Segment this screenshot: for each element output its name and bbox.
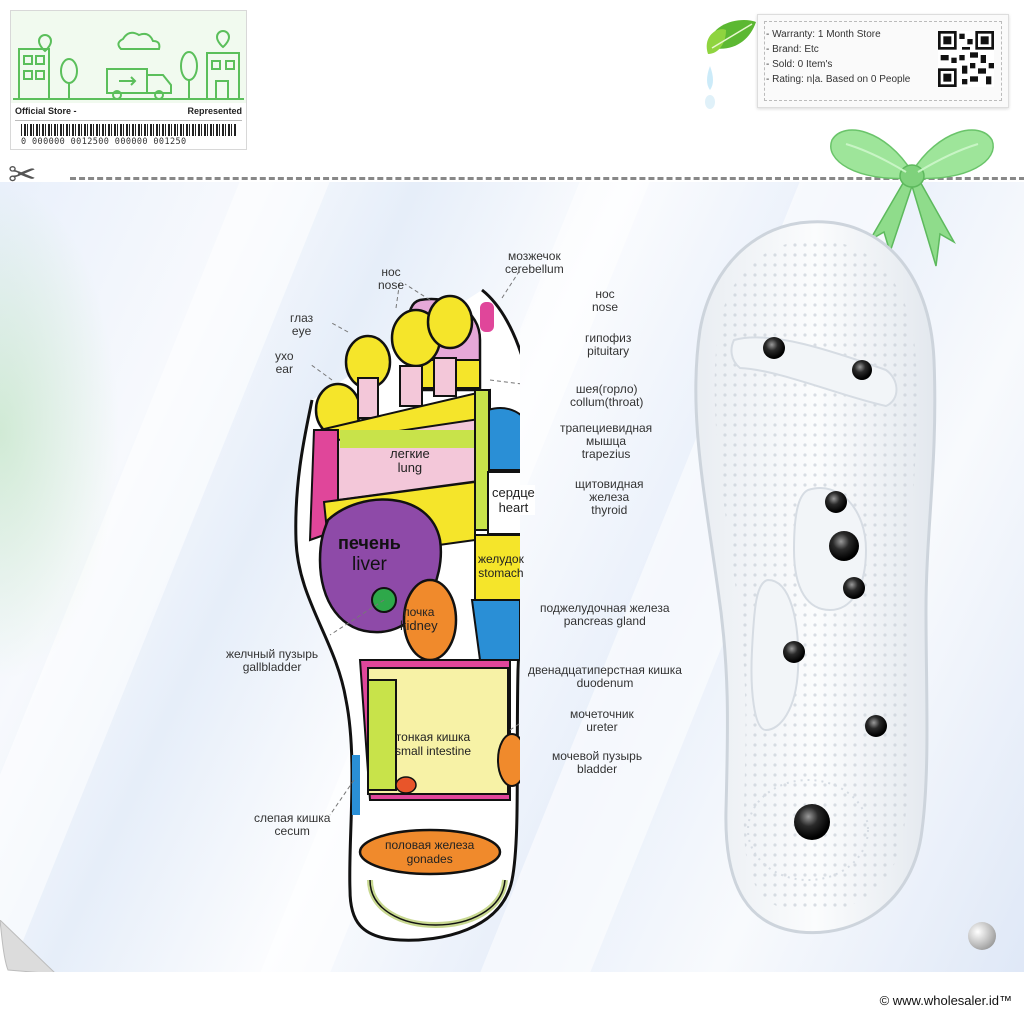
green-glow xyxy=(0,182,120,682)
info-lines: - Warranty: 1 Month Store - Brand: Etc -… xyxy=(766,27,910,87)
qr-code-icon xyxy=(938,31,994,87)
product-info-box: - Warranty: 1 Month Store - Brand: Etc -… xyxy=(757,14,1009,108)
gonades-zone xyxy=(358,828,502,876)
trapezius-zone xyxy=(487,407,520,471)
copyright-text: © www.wholesaler.id™ xyxy=(879,993,1012,1008)
magnetic-insole-image xyxy=(694,220,937,935)
sold-text: - Sold: 0 Item's xyxy=(766,59,833,70)
toe-2 xyxy=(426,294,474,350)
official-store-label: Official Store - xyxy=(15,106,77,116)
warranty-text: - Warranty: 1 Month Store xyxy=(766,29,881,40)
represented-label: Represented xyxy=(187,106,242,116)
barcode xyxy=(21,124,236,136)
bladder-zone xyxy=(497,733,520,787)
foot-reflexology-map xyxy=(294,269,520,942)
town-illustration-icon xyxy=(13,30,244,100)
stomach-zone xyxy=(474,534,520,601)
store-card: Official Store - Represented 0 000000 00… xyxy=(10,10,247,150)
metal-pin-icon xyxy=(968,922,996,950)
throat-label: шея(горло)collum(throat) xyxy=(570,382,644,409)
store-illustration xyxy=(11,11,246,103)
brand-text: - Brand: Etc xyxy=(766,44,819,55)
cut-line-divider xyxy=(70,177,1024,180)
rating-text: - Rating: n|a. Based on 0 People xyxy=(766,74,911,85)
green-bow-icon xyxy=(830,129,994,267)
page-curl-icon xyxy=(0,920,56,974)
barcode-number: 0 000000 0012500 000000 001250 xyxy=(21,137,187,147)
thyroid-zone xyxy=(474,389,490,531)
store-label-row: Official Store - Represented xyxy=(15,106,242,121)
info-box-border xyxy=(764,21,1002,101)
pancreas-zone xyxy=(470,599,520,661)
footer-strip xyxy=(0,972,1024,1024)
leaf-droplet-icon xyxy=(705,20,756,109)
